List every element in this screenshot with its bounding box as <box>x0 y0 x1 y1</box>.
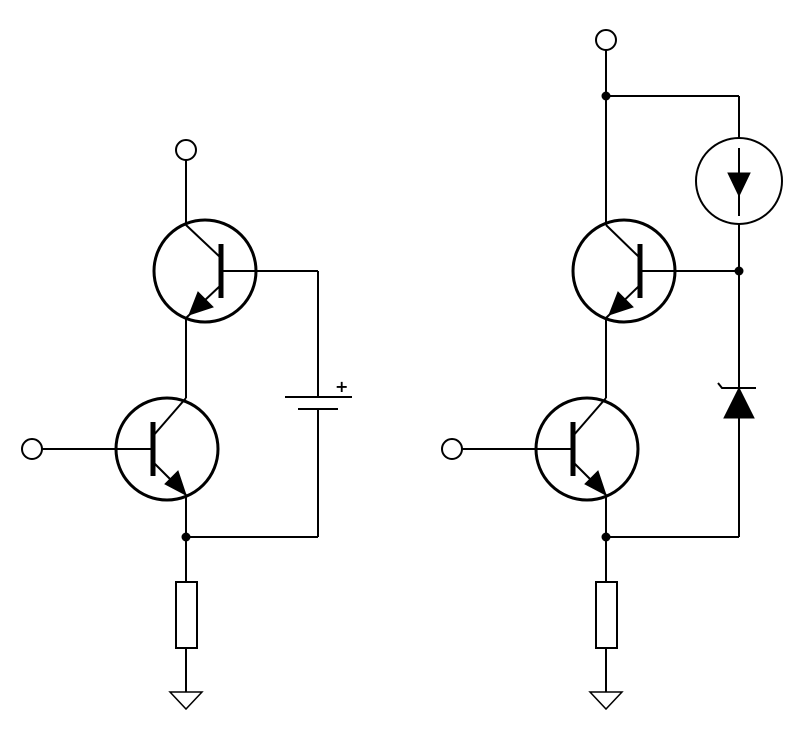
left-battery: + <box>285 377 352 410</box>
left-resistor <box>175 581 198 649</box>
left-circuit: + <box>21 139 352 711</box>
left-emitter-junction <box>181 532 191 542</box>
left-upper-pnp-transistor <box>152 218 258 324</box>
right-lower-npn-transistor <box>534 396 640 502</box>
current-source-icon <box>695 137 783 225</box>
right-upper-pnp-transistor <box>571 218 739 324</box>
right-top-terminal[interactable] <box>595 29 617 51</box>
right-circuit <box>441 29 783 711</box>
right-emitter-junction <box>601 532 611 542</box>
right-top-junction <box>601 91 611 101</box>
left-input-terminal[interactable] <box>21 438 43 460</box>
left-top-terminal[interactable] <box>175 139 197 161</box>
right-resistor <box>595 581 618 649</box>
left-ground-icon <box>168 691 204 711</box>
zener-diode-icon <box>717 382 756 419</box>
battery-plus-label: + <box>335 377 348 396</box>
right-input-terminal[interactable] <box>441 438 463 460</box>
right-ground-icon <box>588 691 624 711</box>
